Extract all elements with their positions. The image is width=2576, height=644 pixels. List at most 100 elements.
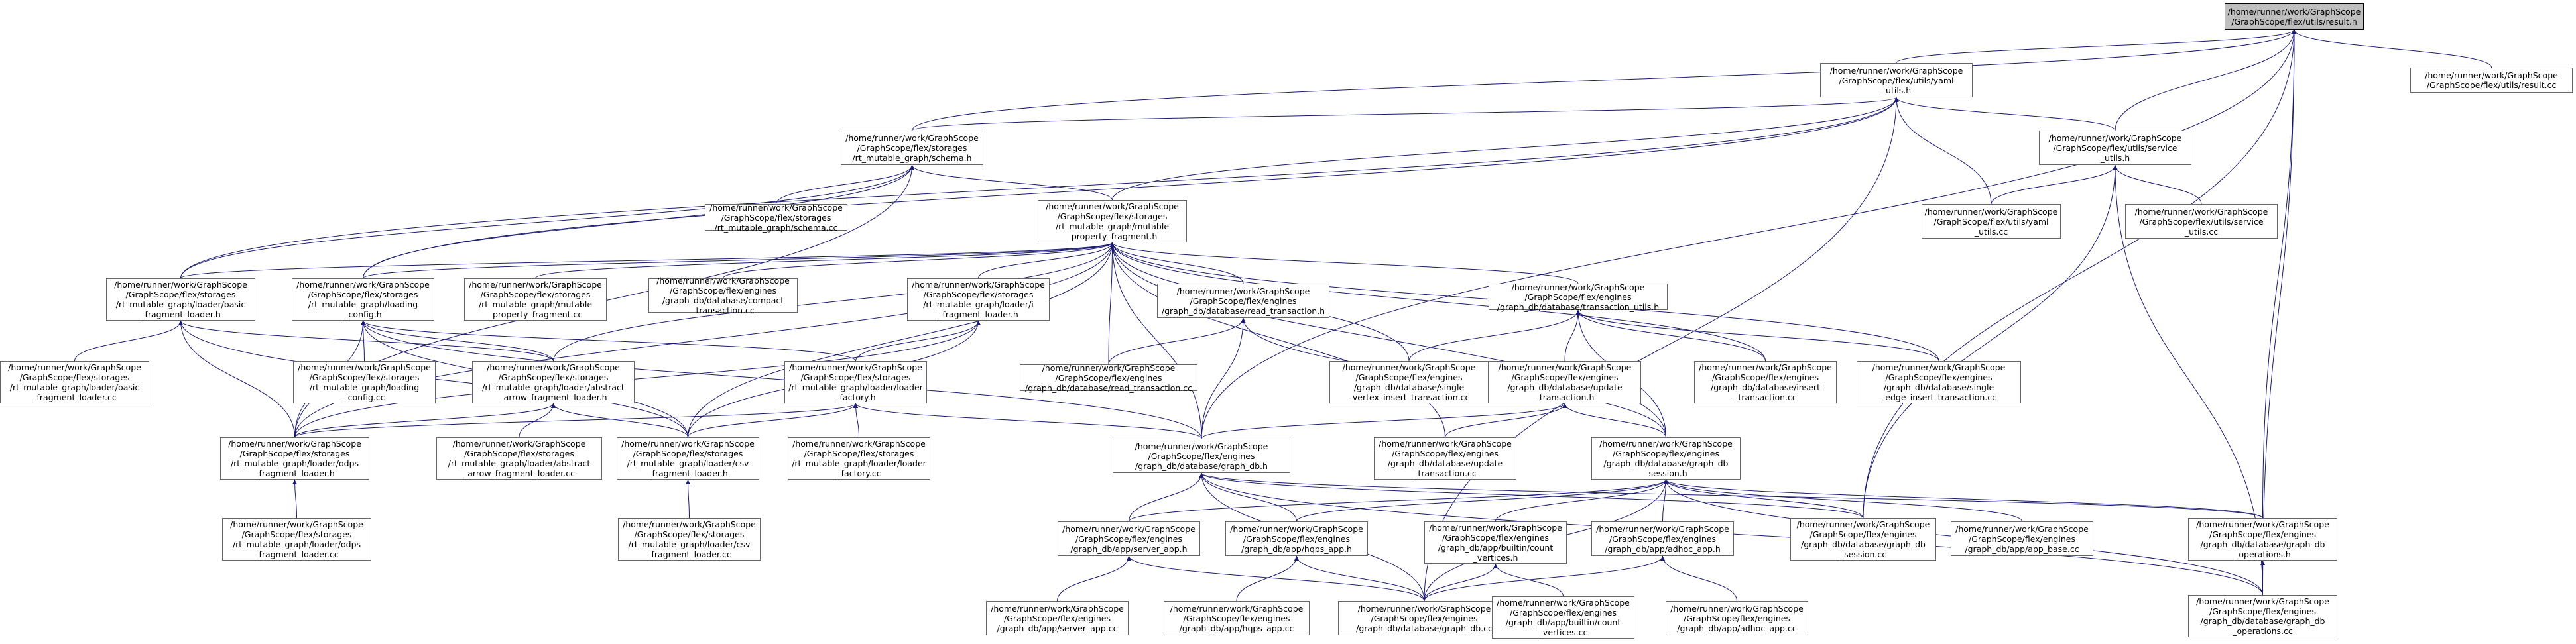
graph-node[interactable]: /home/runner/work/GraphScope/GraphScope/… <box>106 278 255 321</box>
include-edge <box>1660 555 1737 602</box>
graph-node[interactable]: /home/runner/work/GraphScope/GraphScope/… <box>841 131 983 165</box>
graph-node[interactable]: /home/runner/work/GraphScope/GraphScope/… <box>705 203 847 233</box>
node-label-line: /home/runner/work/GraphScope <box>469 280 602 290</box>
include-edge <box>688 403 858 438</box>
graph-node[interactable]: /home/runner/work/GraphScope/GraphScope/… <box>907 278 1050 321</box>
graph-node[interactable]: /home/runner/work/GraphScope/GraphScope/… <box>1424 521 1567 564</box>
graph-node[interactable]: /home/runner/work/GraphScope/GraphScope/… <box>1591 521 1734 556</box>
graph-node[interactable]: /home/runner/work/GraphScope/GraphScope/… <box>2188 595 2337 637</box>
graph-node[interactable]: /home/runner/work/GraphScope/GraphScope/… <box>1038 200 1187 242</box>
include-edge <box>912 29 2297 131</box>
graph-node[interactable]: /home/runner/work/GraphScope/GraphScope/… <box>1157 284 1329 318</box>
node-label-line: /home/runner/work/GraphScope <box>2134 206 2268 217</box>
graph-node[interactable]: /home/runner/work/GraphScope/GraphScope/… <box>1338 601 1510 635</box>
graph-node[interactable]: /home/runner/work/GraphScope/GraphScope/… <box>1489 282 1668 312</box>
graph-node[interactable]: /home/runner/work/GraphScope/GraphScope/… <box>1492 596 1634 639</box>
include-edge <box>1575 309 1939 362</box>
include-edge <box>1199 472 1297 522</box>
node-label-line: /home/runner/work/GraphScope <box>656 276 790 286</box>
graph-node[interactable]: /home/runner/work/GraphScope/GraphScope/… <box>292 278 434 321</box>
include-edge <box>551 403 688 438</box>
graph-node[interactable]: /home/runner/work/GraphScope/GraphScope/… <box>986 601 1129 635</box>
graph-node[interactable]: /home/runner/work/GraphScope/GraphScope/… <box>1329 361 1489 403</box>
include-edge <box>1201 29 2297 439</box>
graph-node[interactable]: /home/runner/work/GraphScope/GraphScope/… <box>1857 361 2021 403</box>
node-label-line: /GraphScope/flex/engines <box>670 286 776 295</box>
include-edge <box>1199 472 1864 519</box>
node-label-line: _transaction.cc <box>692 305 755 315</box>
node-label-line: /GraphScope/flex/storages <box>923 290 1034 299</box>
graph-node[interactable]: /home/runner/work/GraphScope/GraphScope/… <box>2125 204 2278 239</box>
node-label-line: _transaction.cc <box>1414 468 1477 478</box>
node-label-line: _utils.cc <box>1974 226 2008 237</box>
graph-node[interactable]: /home/runner/work/GraphScope/GraphScope/… <box>2039 131 2191 165</box>
node-label-line: _session.cc <box>1839 549 1887 559</box>
node-label-line: /GraphScope/flex/engines <box>1684 613 1790 623</box>
node-label-line: /graph_db/database/single <box>1883 382 1994 392</box>
node-label-line: /home/runner/work/GraphScope <box>1497 598 1630 608</box>
graph-node[interactable]: /home/runner/work/GraphScope/GraphScope/… <box>472 361 635 403</box>
node-label-line: /GraphScope/flex/engines <box>1511 372 1619 382</box>
graph-node[interactable]: /home/runner/work/GraphScope/GraphScope/… <box>464 278 607 321</box>
include-edge <box>2262 29 2297 596</box>
graph-node[interactable]: /home/runner/work/GraphScope/GraphScope/… <box>1113 439 1290 473</box>
include-edge <box>1110 242 1579 284</box>
include-edge <box>1108 242 1115 365</box>
graph-node[interactable]: /home/runner/work/GraphScope/GraphScope/… <box>2410 68 2573 93</box>
graph-node[interactable]: /home/runner/work/GraphScope/GraphScope/… <box>222 518 371 561</box>
node-label-line: /home/runner/work/GraphScope <box>1924 206 2058 217</box>
graph-node[interactable]: /home/runner/work/GraphScope/GraphScope/… <box>0 361 149 403</box>
graph-node[interactable]: /home/runner/work/GraphScope/GraphScope/… <box>220 437 369 480</box>
graph-node[interactable]: /home/runner/work/GraphScope/GraphScope/… <box>1820 63 1973 97</box>
node-label-line: /GraphScope/flex/storages <box>125 290 236 299</box>
node-label-line: _factory.h <box>835 392 876 402</box>
graph-node[interactable]: /home/runner/work/GraphScope/GraphScope/… <box>1951 521 2093 556</box>
graph-node[interactable]: /home/runner/work/GraphScope/GraphScope/… <box>2188 518 2337 561</box>
graph-node[interactable]: /home/runner/work/GraphScope/GraphScope/… <box>293 361 436 403</box>
node-label-line: /home/runner/work/GraphScope <box>845 133 979 143</box>
node-label-line: _fragment_loader.cc <box>32 392 117 402</box>
graph-node[interactable]: /home/runner/work/GraphScope/GraphScope/… <box>1790 518 1936 561</box>
include-edge <box>1575 309 1766 362</box>
graph-node[interactable]: /home/runner/work/GraphScope/GraphScope/… <box>618 518 761 561</box>
include-edge <box>2262 29 2297 519</box>
graph-node[interactable]: /home/runner/work/GraphScope/GraphScope/… <box>1489 361 1641 403</box>
include-edge <box>1110 242 1244 284</box>
node-label-line: /graph_db/database/read_transaction.h <box>1161 305 1325 316</box>
node-label-line: /GraphScope/flex/storages <box>1057 211 1168 221</box>
node-label-line: /GraphScope/flex/storages <box>721 212 831 223</box>
node-label-line: /graph_db/database/graph_db <box>2200 539 2325 549</box>
node-label-line: /graph_db/app/hqps_app.h <box>1241 543 1352 554</box>
graph-node[interactable]: /home/runner/work/GraphScope/GraphScope/… <box>436 437 602 480</box>
node-label-line: /home/runner/work/GraphScope <box>1342 362 1476 372</box>
graph-node[interactable]: /home/runner/work/GraphScope/GraphScope/… <box>1694 361 1837 403</box>
include-edge <box>1445 403 1567 438</box>
node-label-line: /home/runner/work/GraphScope <box>1429 523 1562 533</box>
include-edge <box>178 320 295 438</box>
node-label-line: /GraphScope/flex/storages <box>633 449 743 458</box>
include-edge <box>1863 164 2118 519</box>
node-label-line: /GraphScope/flex/engines <box>1392 449 1499 458</box>
graph-node[interactable]: /home/runner/work/GraphScope/GraphScope/… <box>1164 601 1310 635</box>
graph-node[interactable]: /home/runner/work/GraphScope/GraphScope/… <box>648 276 798 315</box>
graph-node[interactable]: /home/runner/work/GraphScope/GraphScope/… <box>1666 601 1808 635</box>
include-edge <box>1664 479 1864 519</box>
node-label-line: _vertices.h <box>1473 553 1518 563</box>
graph-node[interactable]: /home/runner/work/GraphScope/GraphScope/… <box>617 437 759 480</box>
graph-node[interactable]: /home/runner/work/GraphScope/GraphScope/… <box>788 437 930 480</box>
node-label-line: /graph_db/database/graph_db <box>1603 458 1729 468</box>
include-edge <box>1424 555 1665 602</box>
graph-node[interactable]: /home/runner/work/GraphScope/GraphScope/… <box>1922 204 2061 239</box>
node-label-line: /home/runner/work/GraphScope <box>991 603 1124 614</box>
graph-node[interactable]: /home/runner/work/GraphScope/GraphScope/… <box>784 361 927 403</box>
include-edge <box>180 242 1115 279</box>
node-label-line: /GraphScope/flex/engines <box>2209 529 2316 539</box>
node-label-line: /GraphScope/flex/engines <box>1055 372 1162 383</box>
graph-node[interactable]: /home/runner/work/GraphScope/GraphScope/… <box>1374 437 1516 480</box>
graph-node[interactable]: /home/runner/work/GraphScope/GraphScope/… <box>1591 437 1741 480</box>
graph-node[interactable]: /home/runner/work/GraphScope/GraphScope/… <box>1225 521 1368 556</box>
graph-node[interactable]: /home/runner/work/GraphScope/GraphScope/… <box>1020 363 1197 393</box>
include-edge <box>363 242 1115 279</box>
graph-node[interactable]: /home/runner/work/GraphScope/GraphScope/… <box>1058 521 1200 556</box>
include-edge <box>2115 29 2297 131</box>
